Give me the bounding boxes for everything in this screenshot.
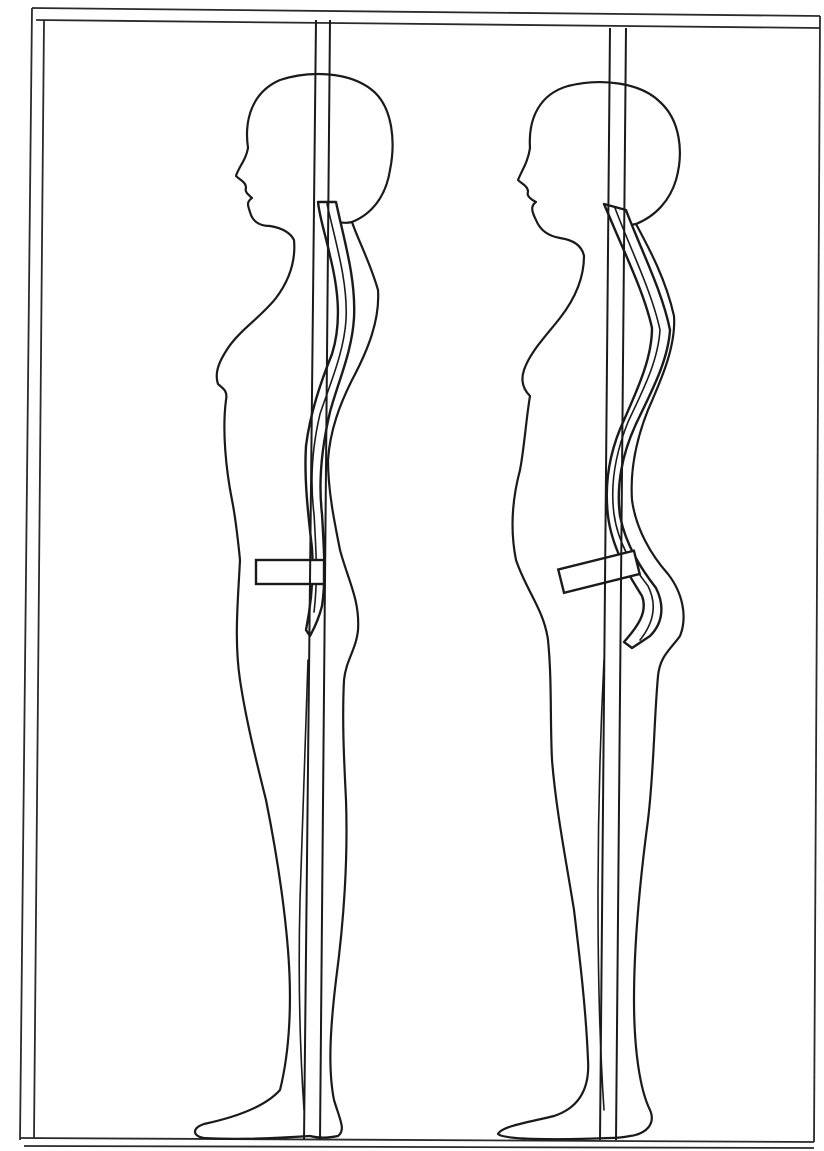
swayback-posture-figure bbox=[498, 28, 684, 1140]
right-pelvic-belt bbox=[558, 551, 639, 593]
upright-posture-figure bbox=[195, 20, 393, 1140]
right-face-profile bbox=[518, 148, 560, 238]
left-head-outline bbox=[247, 74, 393, 223]
right-front-body-outline bbox=[498, 238, 610, 1139]
outer-frame bbox=[20, 8, 820, 1148]
left-front-body-outline bbox=[195, 226, 310, 1139]
left-face-profile bbox=[236, 148, 270, 226]
left-pelvic-belt bbox=[256, 560, 324, 584]
